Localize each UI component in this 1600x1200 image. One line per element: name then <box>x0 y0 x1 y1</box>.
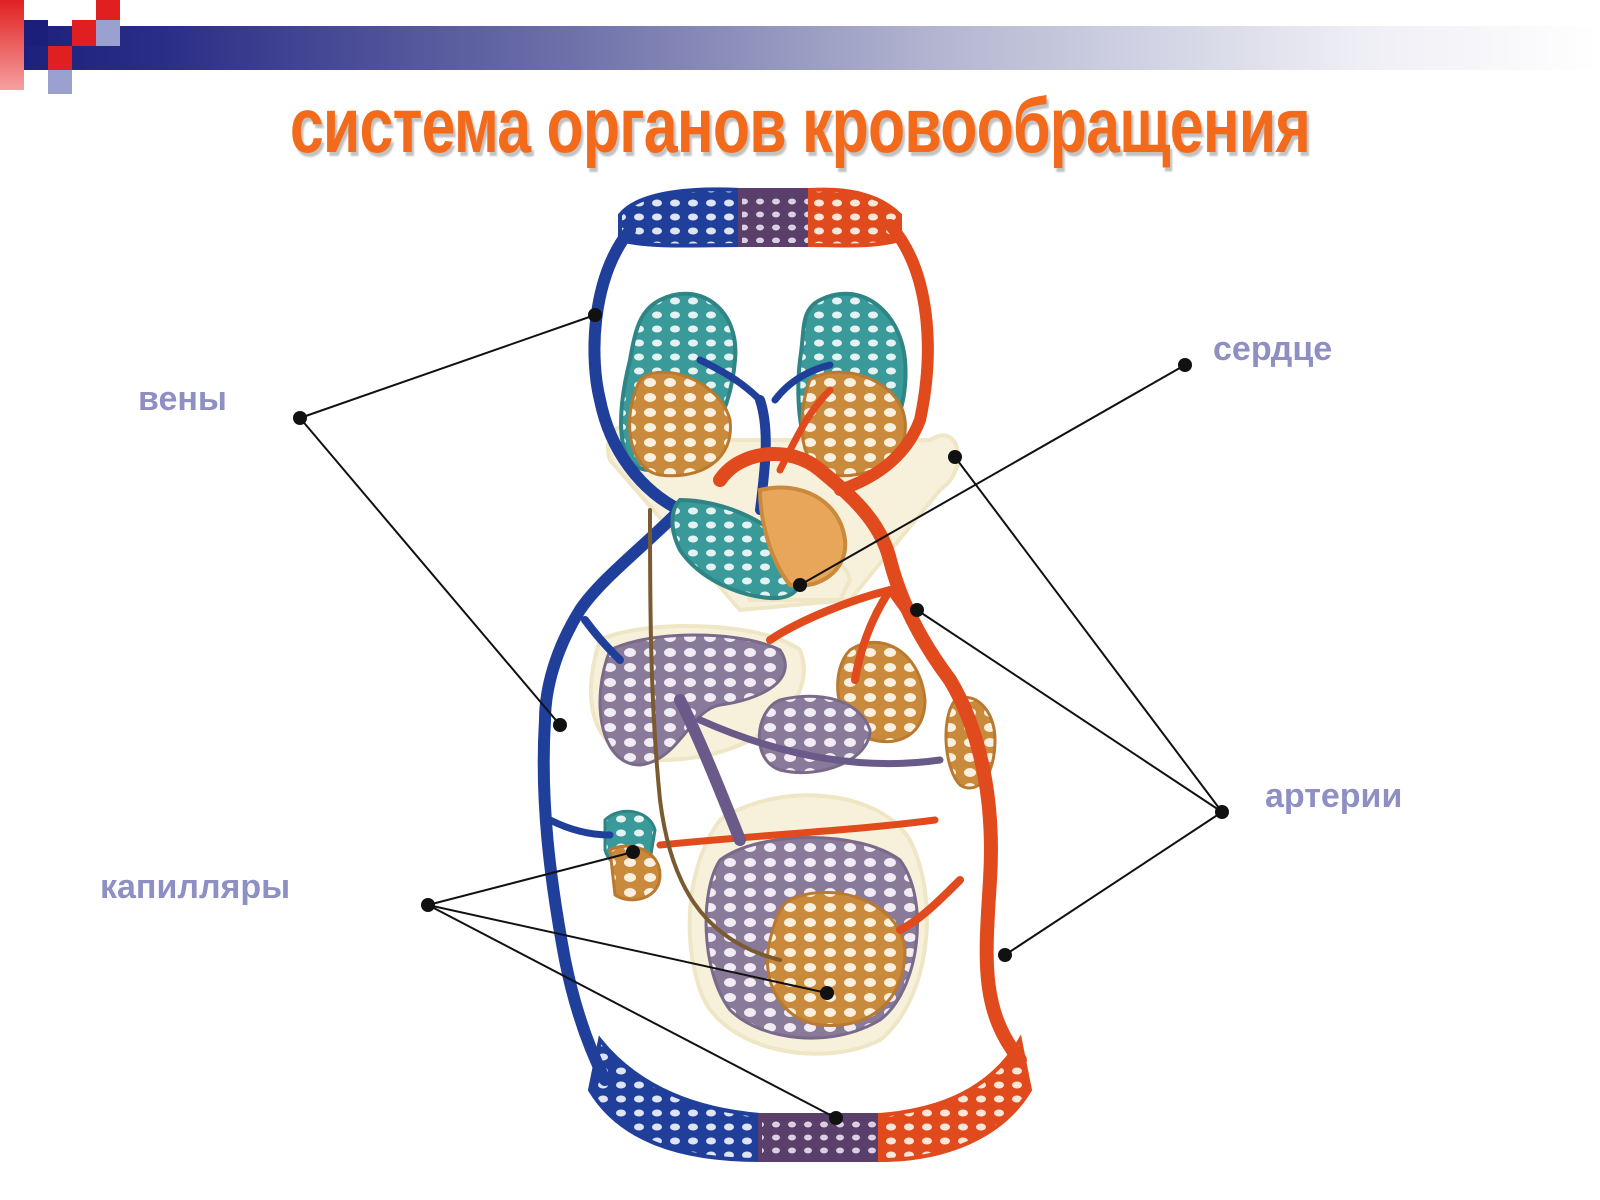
head-capillaries <box>618 187 902 248</box>
slide-logo <box>0 0 130 100</box>
lung-capillaries <box>619 291 908 478</box>
label-arteries: артерии <box>1265 777 1403 815</box>
label-capillaries: капилляры <box>100 868 291 906</box>
pointer-dots <box>293 308 1229 1125</box>
lower-body-capillaries <box>587 1034 1033 1163</box>
organ-capillaries <box>598 633 997 1040</box>
pointer-lines <box>299 314 1223 1119</box>
portal-vessels <box>648 508 944 962</box>
label-veins: вены <box>138 380 227 418</box>
heart <box>670 485 848 601</box>
arteries <box>656 219 1027 1067</box>
page-title: система органов кровообращения <box>289 81 1311 169</box>
header-gradient-bar <box>0 26 1600 70</box>
label-heart: сердце <box>1213 330 1333 368</box>
